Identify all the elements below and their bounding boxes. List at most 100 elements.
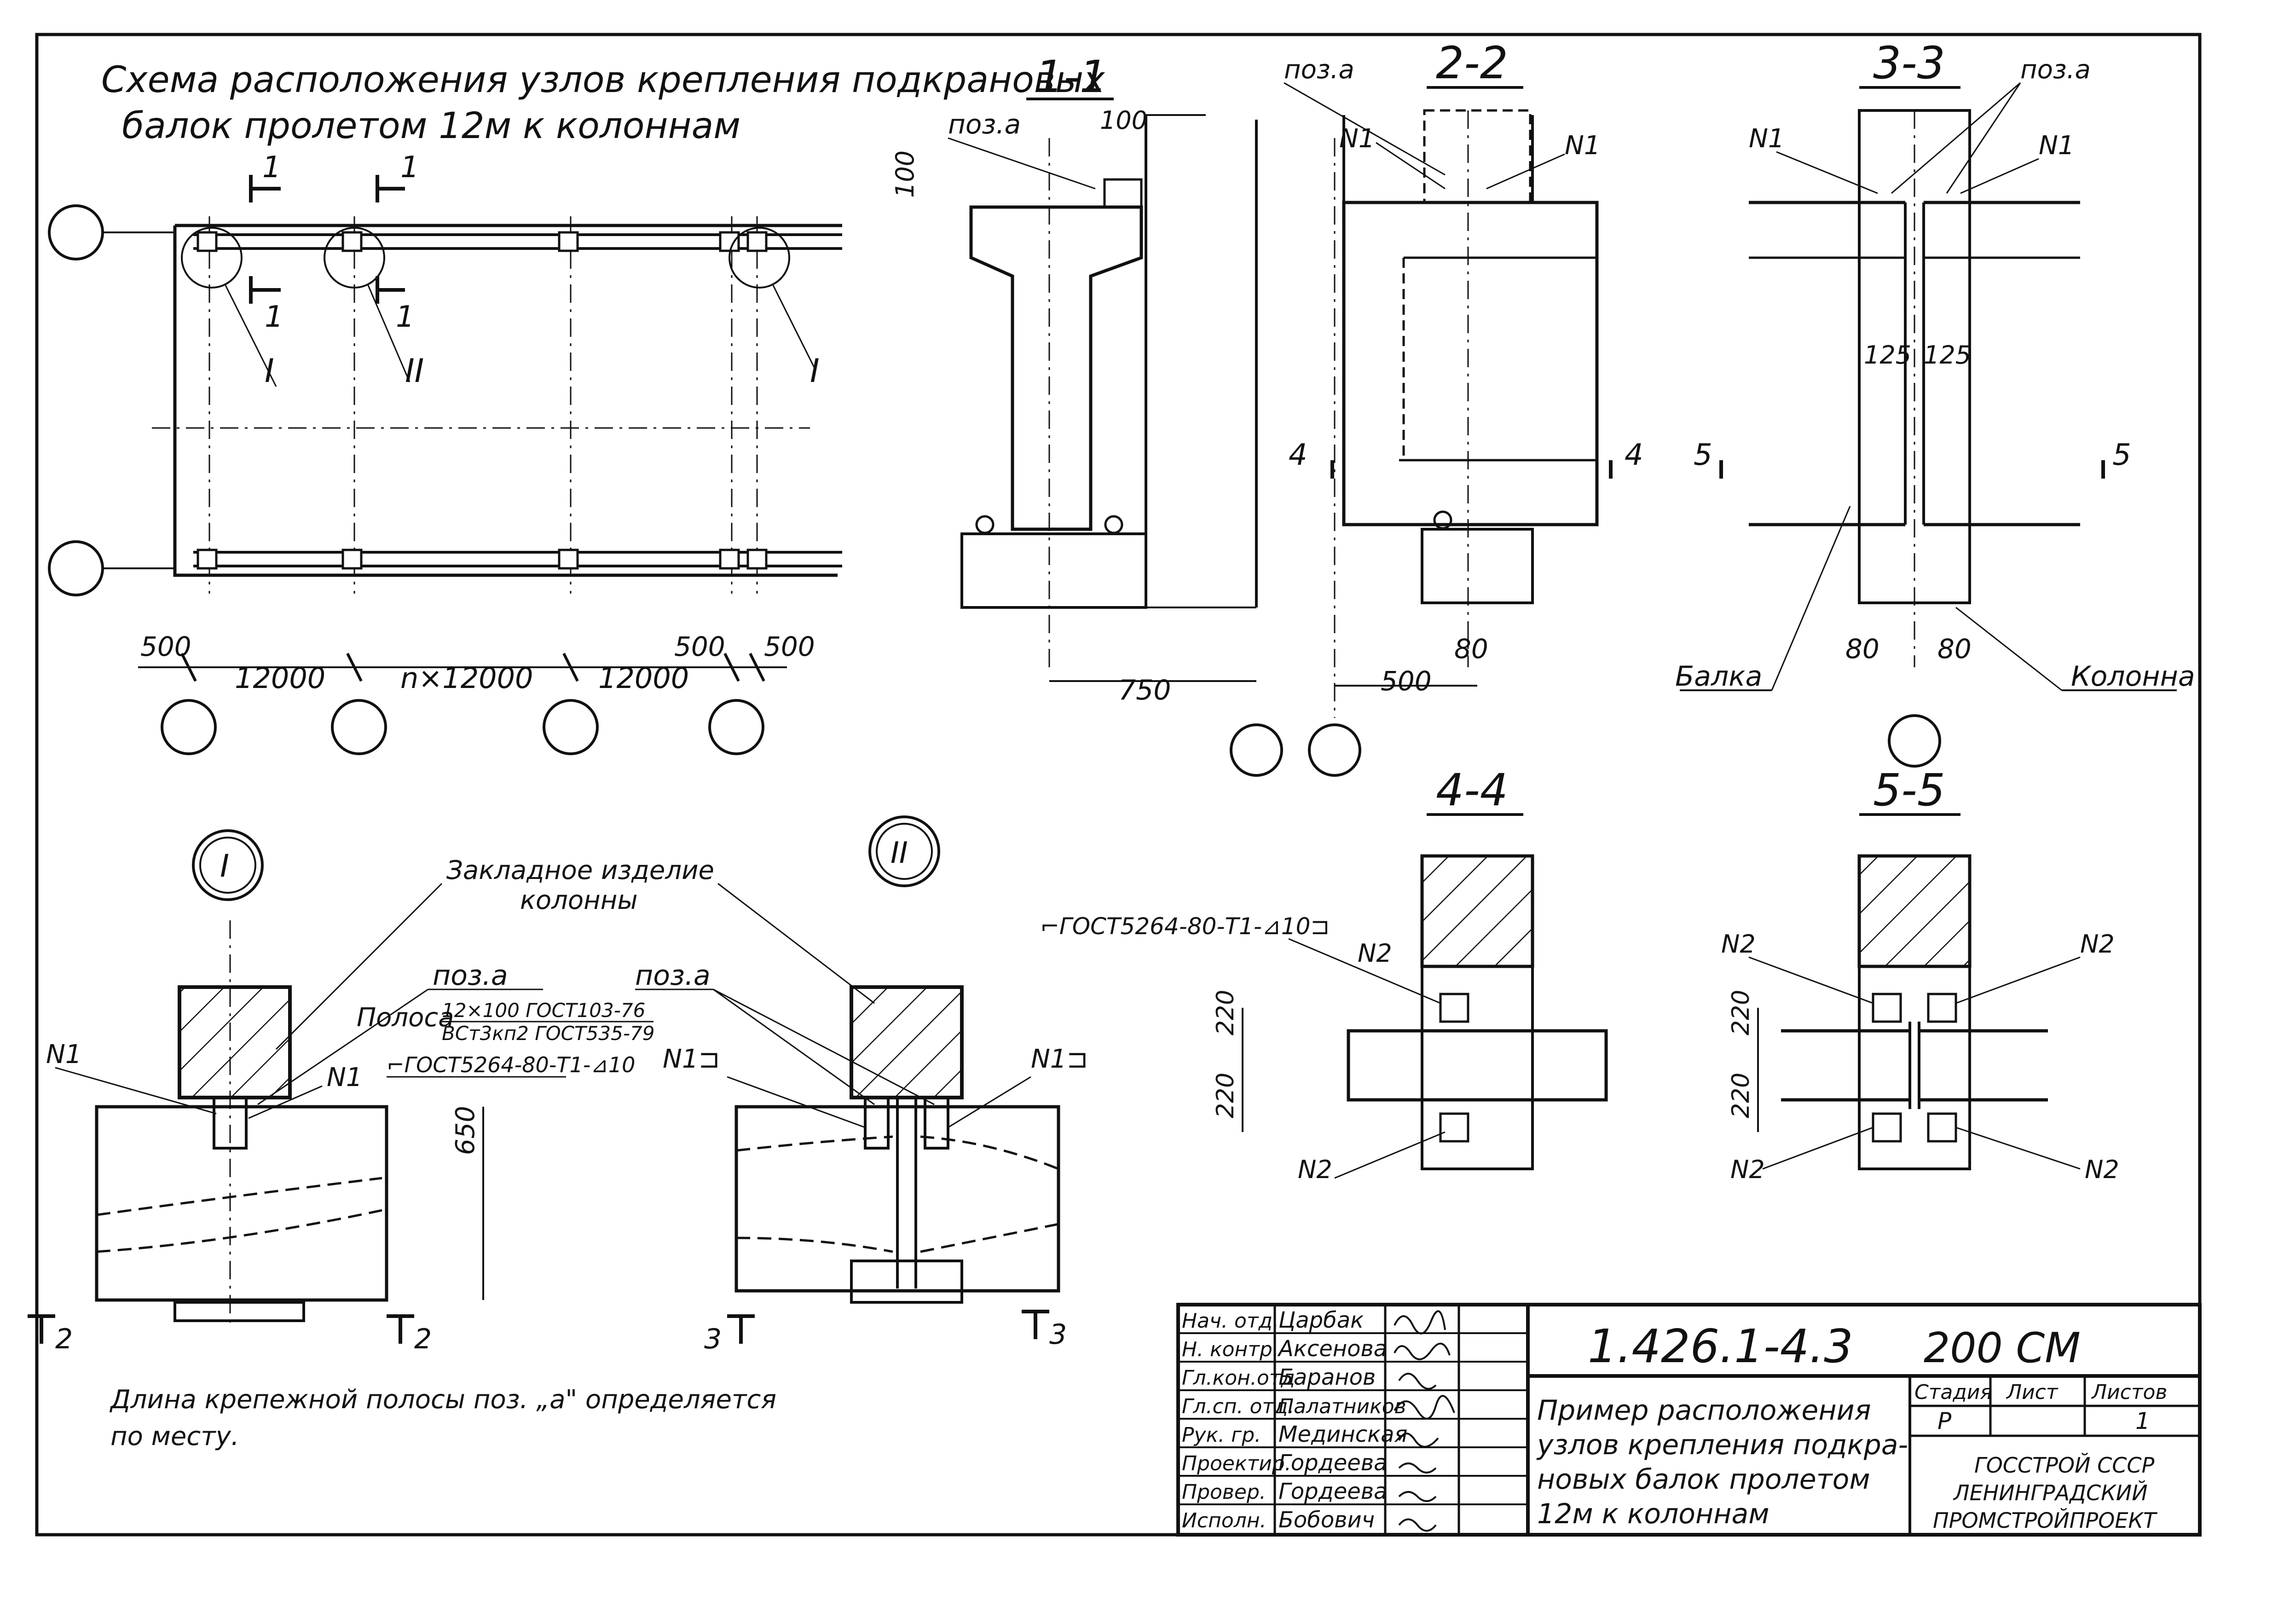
label-kolonna: Колонна [2071,660,2195,693]
section-mark-4: 4 [1289,438,1307,472]
section-title-2-2: 2-2 [1436,37,1508,89]
dim-650: 650 [451,1106,480,1155]
role-cell: Гл.сп. отд. [1182,1395,1295,1418]
section-title-3-3: 3-3 [1873,37,1945,89]
dim-220: 220 [1727,1073,1755,1118]
dim-80: 80 [1937,633,1972,665]
doc-suffix: 200 СМ [1924,1324,2081,1372]
section-4-4: 4-4 ⌐ГОСТ5264-80-Т1-⊿10⊐ N2 N2 220 220 [1040,764,1608,1184]
name-cell: Гордеева [1278,1479,1388,1504]
dim-n-12000: n×12000 [400,661,533,695]
scheme-title-line1: Схема расположения узлов крепления подкр… [101,59,1105,101]
doc-code: 1.426.1-4.3 [1588,1319,1853,1373]
label-poz-a: поз.а [433,959,508,992]
section-title-4-4: 4-4 [1436,764,1508,816]
node-label-I: I [265,352,274,390]
sheets-value: 1 [2135,1408,2150,1434]
dim-500: 500 [140,631,191,662]
dim-80: 80 [1845,633,1879,665]
section-mark-1: 1 [400,150,419,185]
title-block: Нач. отд. Н. контр. Гл.кон.отд Гл.сп. от… [1176,1303,2202,1537]
node-label-II: II [405,352,424,390]
label-n1: N1 [1565,131,1601,161]
strip-spec-2: ВСт3кп2 ГОСТ535-79 [442,1022,654,1045]
section-1-1: 1-1 поз.а 100 100 750 [891,51,1283,777]
axis-marker [48,204,104,260]
label-n1: N1 [46,1040,82,1069]
name-cell: Баранов [1278,1364,1376,1390]
section-2-2: 2-2 поз.а N1 N1 4 4 500 80 [1284,37,1643,777]
section-mark-5: 5 [2112,438,2131,472]
name-cell: Бобович [1278,1507,1375,1533]
label-n2: N2 [2085,1155,2119,1184]
signatures [1394,1310,1455,1532]
detail-I: I N1 N1 650 2 2 [28,829,484,1355]
dim-750: 750 [1118,674,1171,706]
desc-line: 12м к колоннам [1537,1498,1770,1530]
axis-marker [48,540,104,596]
label-n2: N2 [2080,930,2115,959]
plan-scheme: Схема расположения узлов крепления подкр… [48,59,1105,755]
name-cell: Мединская [1278,1422,1407,1447]
role-cell: Исполн. [1182,1509,1266,1532]
sheets-header: Листов [2091,1381,2167,1404]
dim-12000: 12000 [598,661,689,695]
dim-500: 500 [674,631,725,662]
label-n2: N2 [1721,930,1756,959]
label-poz-a: поз.а [2020,55,2091,85]
label-poz-a: поз.а [635,959,711,992]
name-cell: Палатников [1278,1395,1406,1418]
role-cell: Н. контр. [1182,1338,1279,1361]
section-mark-1: 1 [265,300,283,334]
section-mark-2: 2 [55,1323,73,1355]
sheet-header: Лист [2006,1381,2059,1404]
label-n2: N2 [1298,1155,1332,1184]
section-mark-3: 3 [1049,1318,1067,1351]
detail-II-label: II [891,836,908,870]
section-mark-1: 1 [396,300,415,334]
dim-500: 500 [1381,665,1432,697]
label-n1: N1 [327,1063,363,1092]
dim-100: 100 [1100,106,1147,135]
org-line: ПРОМСТРОЙПРОЕКТ [1933,1508,2158,1533]
note-line2: по месту. [110,1422,239,1451]
label-n1: N1 [2039,131,2075,161]
name-cell: Царбак [1278,1307,1364,1333]
section-mark-1: 1 [262,150,281,185]
label-n1: N1⊐ [663,1044,720,1074]
dim-100: 100 [891,150,919,198]
embedded-label-2: колонны [520,885,638,915]
dim-125: 125 [1924,341,1971,370]
sheet-frame [35,33,2202,1537]
label-n1: N1 [1749,124,1785,154]
label-poz-a: поз.а [1284,55,1354,85]
label-poz-a: поз.а [948,109,1021,140]
label-n1: N1⊐ [1031,1044,1088,1074]
name-cell: Гордеева [1278,1450,1388,1476]
label-n2: N2 [1358,939,1392,968]
section-mark-5: 5 [1694,438,1712,472]
weld-spec: ⌐ГОСТ5264-80-Т1-⊿10 [387,1052,635,1077]
dim-220: 220 [1727,990,1755,1035]
scheme-title-line2: балок пролетом 12м к колоннам [122,105,740,147]
section-title-1-1: 1-1 [1035,51,1108,103]
role-cell: Провер. [1182,1480,1266,1504]
desc-line: Пример расположения [1537,1394,1871,1427]
role-cell: Нач. отд. [1182,1309,1279,1333]
desc-line: узлов крепления подкра- [1536,1429,1908,1461]
label-balka: Балка [1675,660,1762,693]
weld-spec: ⌐ГОСТ5264-80-Т1-⊿10⊐ [1040,913,1330,940]
desc-line: новых балок пролетом [1537,1463,1870,1496]
stage-header: Стадия [1914,1381,1992,1404]
role-cell: Проектир. [1182,1452,1291,1475]
section-mark-2: 2 [414,1323,432,1355]
strip-label: Полоса [357,1003,454,1033]
role-cell: Рук. гр. [1182,1423,1261,1447]
section-mark-3: 3 [704,1323,722,1355]
dim-500: 500 [764,631,815,662]
org-line: ГОССТРОЙ СССР [1974,1453,2155,1478]
dim-80: 80 [1454,633,1488,665]
dim-12000: 12000 [235,661,325,695]
section-mark-4: 4 [1625,438,1643,472]
